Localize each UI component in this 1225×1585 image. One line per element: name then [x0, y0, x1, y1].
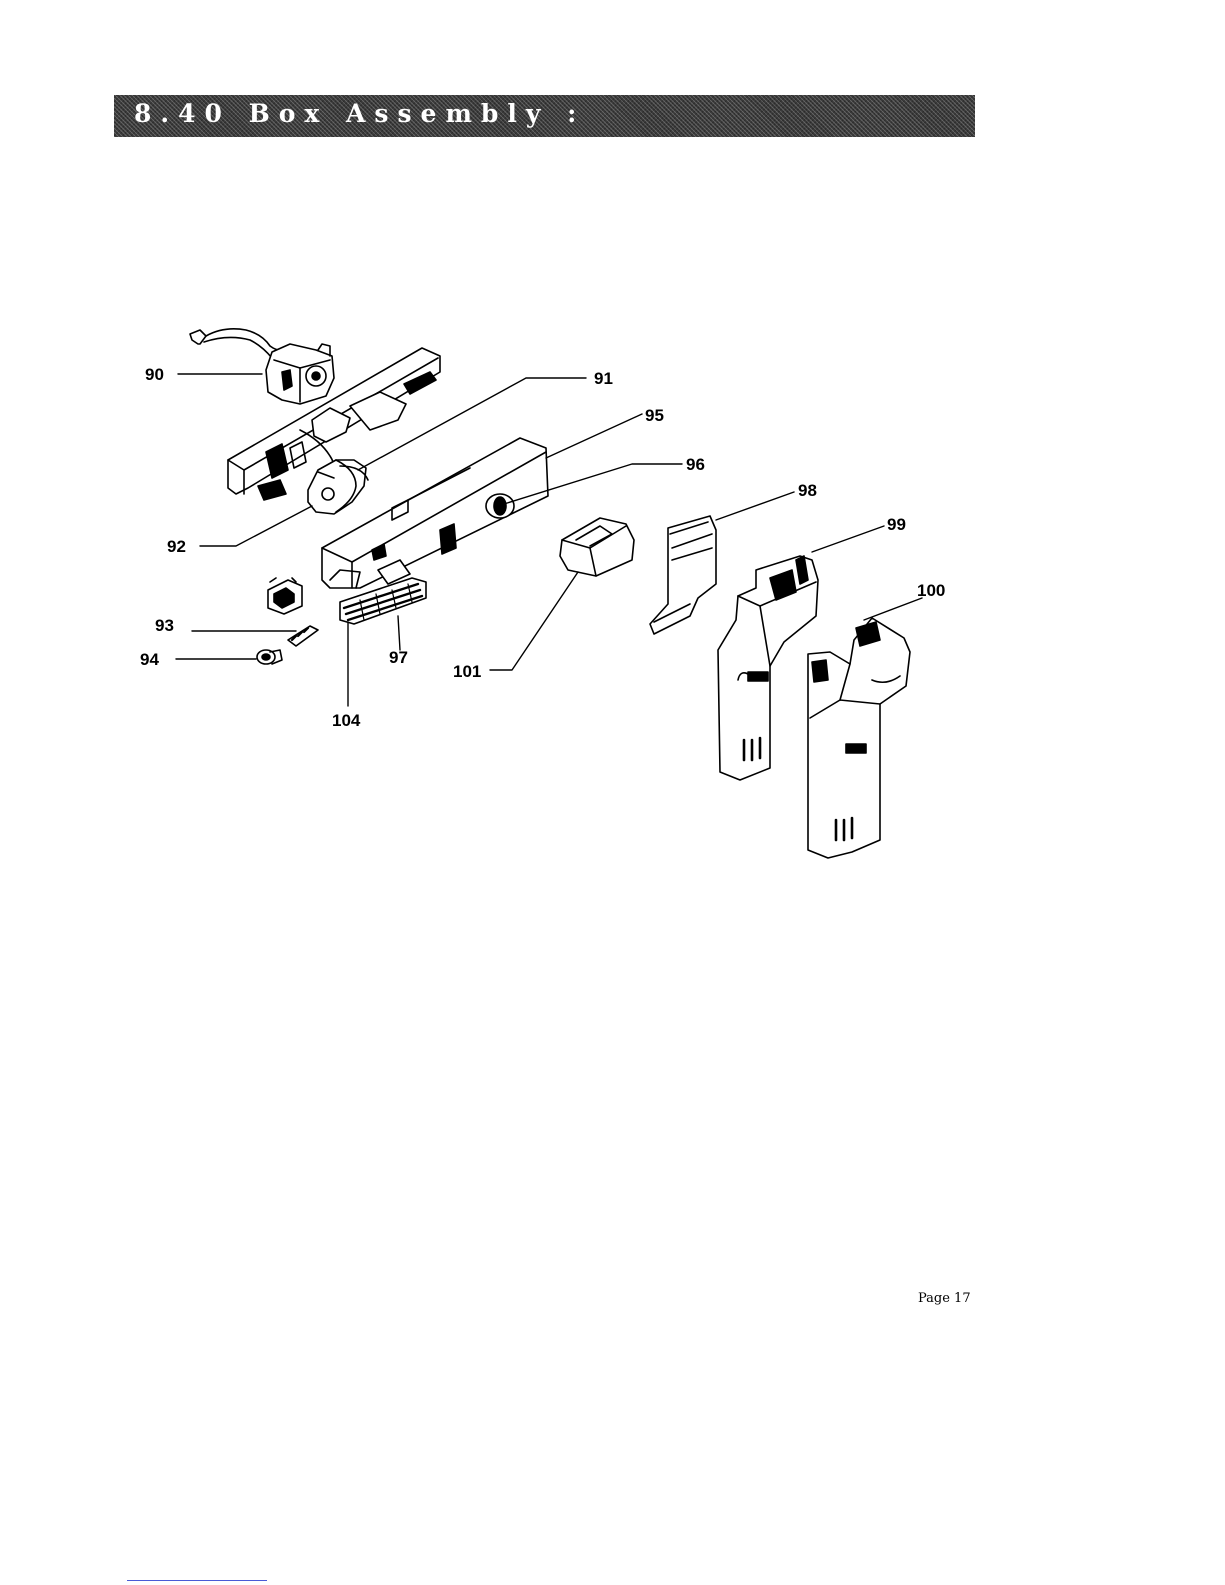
- callout-92: 92: [167, 537, 186, 556]
- callout-99: 99: [887, 515, 906, 534]
- part-101-clip: [560, 518, 634, 576]
- callout-96: 96: [686, 455, 705, 474]
- part-99-housing-half: [718, 556, 818, 780]
- part-90-motor: [190, 329, 334, 404]
- part-93-switch: [268, 578, 302, 614]
- callout-101: 101: [453, 662, 481, 681]
- callout-104: 104: [332, 711, 361, 730]
- callout-100: 100: [917, 581, 945, 600]
- callout-93: 93: [155, 616, 174, 635]
- callout-98: 98: [798, 481, 817, 500]
- callout-95: 95: [645, 406, 664, 425]
- callout-91: 91: [594, 369, 613, 388]
- part-92-gear-unit: [308, 460, 368, 514]
- part-93-spring: [288, 626, 318, 646]
- part-98-plate: [650, 516, 716, 634]
- footer-rule: [127, 1580, 267, 1581]
- callout-97: 97: [389, 648, 408, 667]
- callout-90: 90: [145, 365, 164, 384]
- part-100-housing-half: [808, 618, 910, 858]
- page-number: Page 17: [918, 1291, 971, 1306]
- part-94-nut: [257, 650, 282, 664]
- callout-94: 94: [140, 650, 159, 669]
